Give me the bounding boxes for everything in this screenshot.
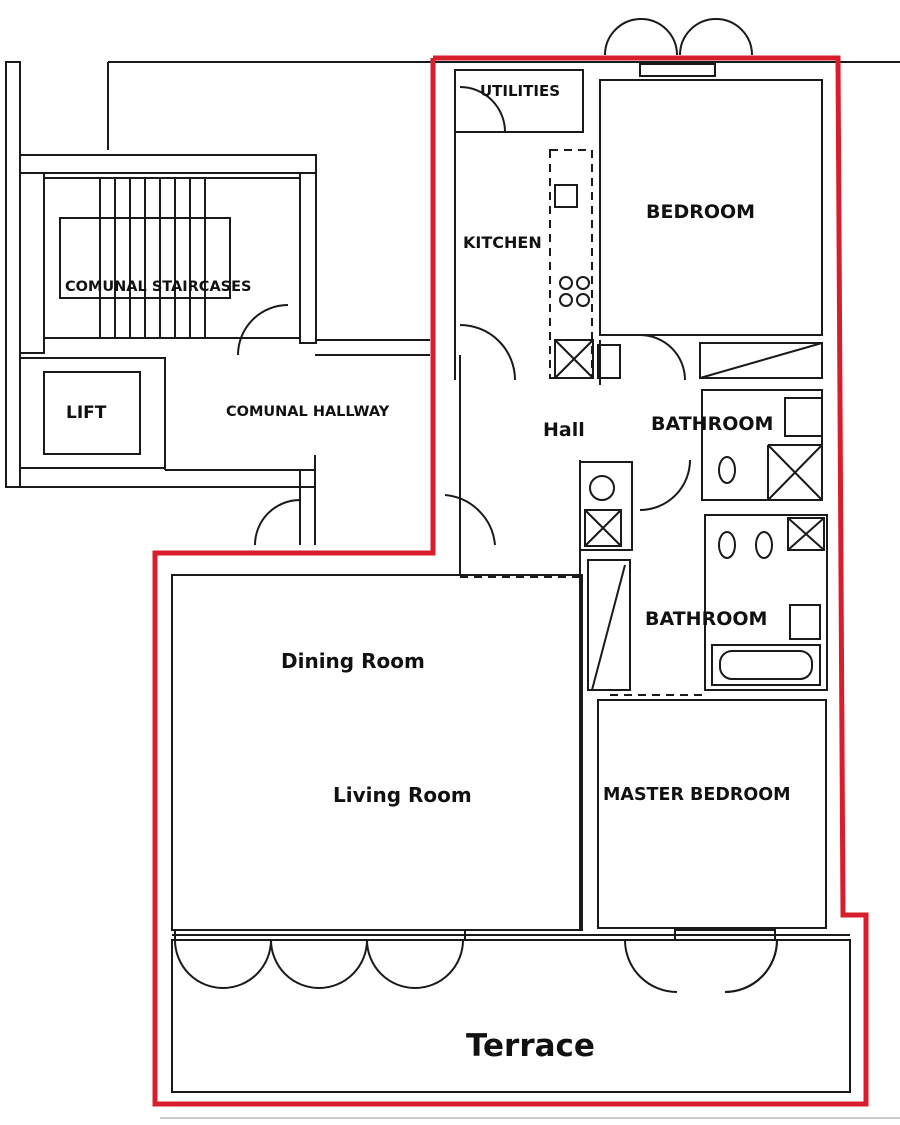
apartment-boundary: [152, 55, 869, 1107]
room-label-utilities: UTILITIES: [480, 82, 560, 100]
room-label-bathroom-2: BATHROOM: [645, 608, 767, 630]
room-label-staircases: COMUNAL STAIRCASES: [65, 279, 251, 295]
room-label-kitchen: KITCHEN: [463, 233, 542, 252]
room-label-hallway: COMUNAL HALLWAY: [226, 404, 390, 420]
room-label-hall: Hall: [543, 419, 585, 441]
room-label-terrace: Terrace: [466, 1028, 595, 1064]
room-label-lift: LIFT: [66, 403, 107, 423]
room-label-living-room: Living Room: [333, 783, 472, 807]
room-label-dining-room: Dining Room: [281, 649, 425, 673]
walls: [5, 18, 900, 1119]
room-label-bedroom: BEDROOM: [646, 201, 755, 223]
room-label-bathroom-1: BATHROOM: [651, 413, 773, 435]
room-label-master-bedroom: MASTER BEDROOM: [603, 785, 790, 805]
